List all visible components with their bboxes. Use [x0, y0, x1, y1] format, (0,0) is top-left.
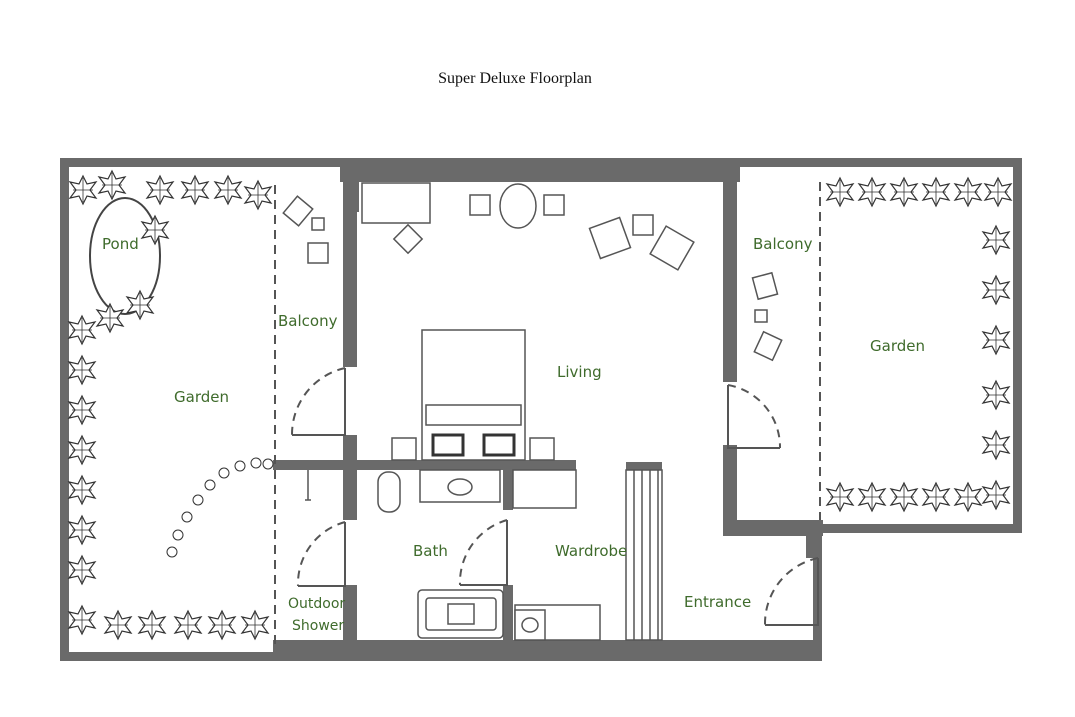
right-balcony-furniture [751, 271, 783, 362]
label-garden-left: Garden [174, 388, 229, 406]
floorplan-title: Super Deluxe Floorplan [438, 70, 592, 87]
label-balcony-right: Balcony [753, 235, 813, 253]
bath-fixtures [305, 469, 601, 641]
garden-vine [166, 457, 274, 558]
label-living: Living [557, 363, 602, 381]
interior-walls [273, 182, 823, 645]
label-entrance: Entrance [684, 593, 751, 611]
label-balcony-left: Balcony [278, 312, 338, 330]
label-garden-right: Garden [870, 337, 925, 355]
doors [290, 367, 819, 626]
pond-shape [89, 197, 161, 315]
glass-lines [274, 182, 821, 650]
label-wardrobe: Wardrobe [555, 542, 627, 560]
label-shower: Shower [292, 618, 344, 634]
left-balcony-furniture [282, 195, 329, 264]
label-bath: Bath [413, 542, 448, 560]
label-pond: Pond [102, 235, 139, 253]
label-outdoor: Outdoor [288, 596, 345, 612]
living-furniture [361, 182, 695, 461]
wardrobe-rail [625, 469, 663, 641]
outer-walls [60, 158, 1022, 661]
